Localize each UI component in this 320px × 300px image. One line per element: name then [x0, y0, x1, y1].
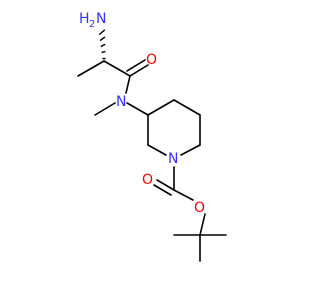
skeleton-bonds — [77, 59, 227, 262]
carbamate-ester-oxygen-label: O — [194, 200, 205, 216]
ring-bond-n-c2 — [147, 144, 167, 156]
amine-n-label: N — [96, 11, 106, 27]
bond-o-tbu — [199, 213, 206, 236]
ring-bond-c4-c5 — [173, 99, 201, 116]
bond-carbamate-o-2 — [153, 184, 172, 196]
bond-carbonyl-o-2 — [126, 59, 146, 72]
bond-methyl-chiral — [77, 60, 105, 77]
ring-nitrogen-label: N — [168, 151, 178, 167]
bond-chiral-carbonyl — [103, 60, 131, 77]
bond-carbonyl-amideN — [125, 75, 131, 94]
molecule-structure-diagram: H 2 N O N N O O — [77, 11, 227, 262]
ring-bond-c3-c4 — [147, 99, 175, 116]
carbonyl-oxygen-label: O — [146, 52, 157, 68]
carbamate-carbonyl-oxygen-label: O — [142, 172, 153, 188]
bond-carbamate-o-1 — [156, 179, 175, 191]
amine-h-label: H — [79, 11, 90, 27]
ring-bond-c6-n — [180, 144, 201, 156]
bond-carbamate-o-single — [173, 189, 194, 201]
stereo-hash-bond — [98, 29, 106, 60]
amide-nitrogen-label: N — [116, 94, 126, 110]
bond-amideN-ring — [126, 102, 149, 116]
amine-h-subscript: 2 — [89, 19, 95, 30]
bond-carbonyl-o-1 — [129, 64, 149, 77]
bond-amideN-methyl — [94, 102, 116, 116]
